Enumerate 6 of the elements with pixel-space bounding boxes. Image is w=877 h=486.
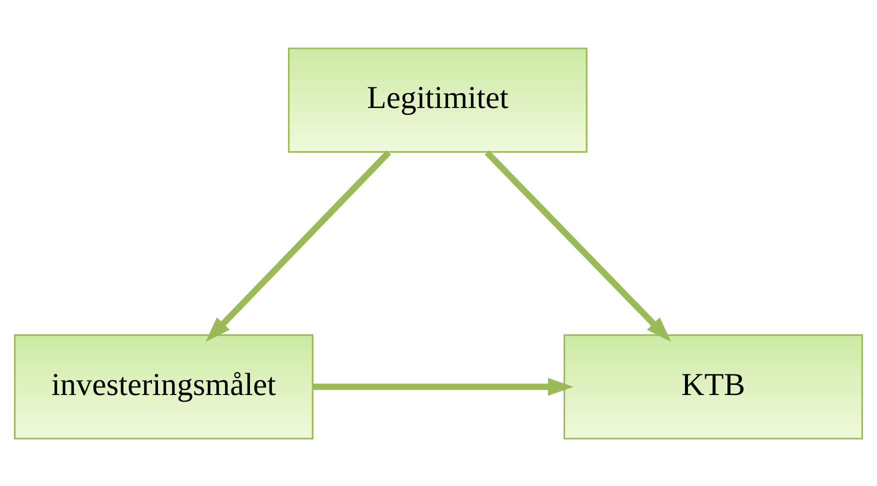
arrow <box>206 150 392 342</box>
node-box: Legitimitet <box>288 47 588 152</box>
arrow <box>312 377 574 396</box>
arrow <box>484 150 672 342</box>
node-box: KTB <box>564 334 863 439</box>
node-box: investeringsmålet <box>14 334 314 439</box>
